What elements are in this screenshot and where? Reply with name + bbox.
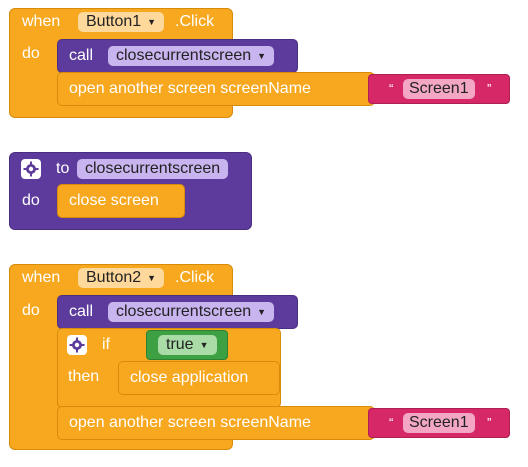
dropdown-arrow-icon: ▼	[199, 340, 209, 350]
text-value: Screen1	[409, 414, 469, 431]
close-screen-label: close screen	[69, 192, 159, 209]
procedure-name: closecurrentscreen	[116, 303, 252, 321]
procedure-name-field[interactable]: closecurrentscreen	[77, 159, 229, 179]
close-application-block[interactable]	[118, 361, 280, 395]
gear-icon[interactable]	[67, 335, 87, 355]
event-name: .Click	[175, 269, 215, 286]
gear-icon[interactable]	[21, 159, 41, 179]
procedure-name: closecurrentscreen	[116, 47, 252, 65]
open-another-screen-block[interactable]	[57, 406, 375, 440]
dropdown-arrow-icon: ▼	[147, 273, 157, 283]
open-another-screen-label: open another screen screenName	[69, 80, 311, 97]
open-another-screen-block[interactable]	[57, 72, 375, 106]
text-value: Screen1	[409, 80, 469, 97]
text-value-field[interactable]: Screen1	[403, 79, 475, 99]
dropdown-arrow-icon: ▼	[257, 51, 267, 61]
call-label: call	[69, 303, 94, 320]
procedure-dropdown[interactable]: closecurrentscreen ▼	[108, 46, 275, 66]
dropdown-arrow-icon: ▼	[147, 17, 157, 27]
text-value-field[interactable]: Screen1	[403, 413, 475, 433]
component-name: Button1	[86, 13, 142, 31]
if-label: if	[102, 336, 110, 353]
open-another-screen-label: open another screen screenName	[69, 414, 311, 431]
quote-close-icon: ”	[487, 81, 492, 96]
quote-open-icon: “	[389, 415, 394, 430]
call-label: call	[69, 47, 94, 64]
close-screen-block[interactable]	[57, 184, 185, 218]
do-label: do	[22, 192, 40, 209]
then-label: then	[68, 368, 100, 385]
true-dropdown[interactable]: true ▼	[158, 335, 217, 355]
component-dropdown-button1[interactable]: Button1 ▼	[78, 12, 165, 32]
quote-open-icon: “	[389, 81, 394, 96]
do-label: do	[22, 45, 40, 62]
quote-close-icon: ”	[487, 415, 492, 430]
dropdown-arrow-icon: ▼	[257, 307, 267, 317]
condition-value: true	[166, 336, 194, 354]
when-label: when	[22, 13, 61, 30]
procedure-dropdown[interactable]: closecurrentscreen ▼	[108, 302, 275, 322]
component-dropdown-button2[interactable]: Button2 ▼	[78, 268, 165, 288]
close-application-label: close application	[130, 369, 249, 386]
to-label: to	[56, 160, 70, 177]
do-label: do	[22, 302, 40, 319]
component-name: Button2	[86, 269, 142, 287]
when-label: when	[22, 269, 61, 286]
procedure-name: closecurrentscreen	[85, 160, 221, 177]
event-name: .Click	[175, 13, 215, 30]
